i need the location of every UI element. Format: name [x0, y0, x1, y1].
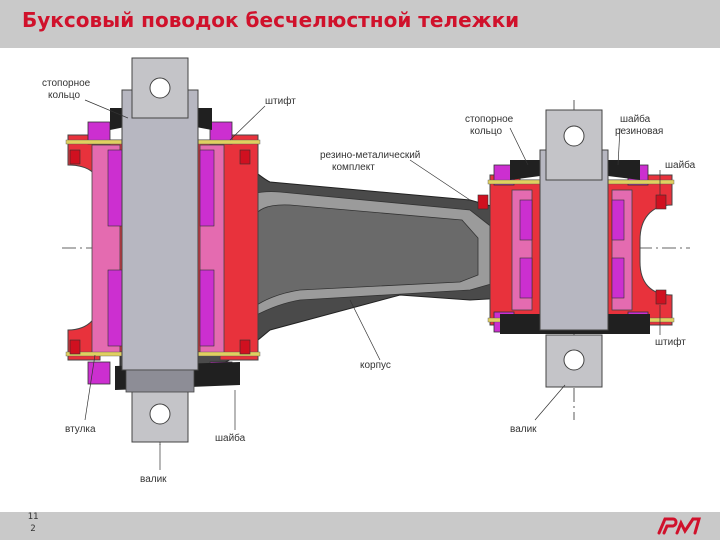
left-joint [65, 57, 261, 443]
leader-lines [84, 99, 661, 470]
label-washer-right: шайба [665, 159, 696, 171]
page-number-line-2: 2 [30, 524, 36, 534]
traction-rod-diagram: стопорное кольцо штифт резино-металическ… [42, 57, 696, 485]
label-stop-ring-right-1: стопорное [465, 114, 514, 125]
label-body: корпус [360, 360, 391, 371]
label-bushing: втулка [65, 424, 96, 435]
label-pin-top: штифт [265, 95, 296, 107]
label-stop-ring-left-1: стопорное [42, 78, 91, 89]
label-rubber-washer-1: шайба [620, 113, 651, 125]
label-shaft-bottom-left: валик [140, 474, 167, 485]
header-bar [0, 0, 720, 48]
label-rubber-washer-2: резиновая [615, 126, 663, 137]
label-stop-ring-right-2: кольцо [470, 126, 502, 137]
label-rubber-metal-2: комплект [332, 162, 375, 173]
right-joint [477, 109, 675, 388]
page-number: 11 2 [26, 511, 40, 535]
page-number-line-1: 11 [27, 512, 39, 522]
label-washer-bottom: шайба [215, 432, 246, 444]
label-pin-right: штифт [655, 336, 686, 348]
label-stop-ring-left-2: кольцо [48, 90, 80, 101]
footer-bar [0, 512, 720, 540]
left-shaft [121, 89, 199, 371]
slide-title: Буксовый поводок бесчелюстной тележки [22, 8, 520, 32]
label-shaft-bottom-right: валик [510, 424, 537, 435]
rzd-logo-icon [657, 517, 701, 535]
label-rubber-metal-1: резино-металический [320, 150, 420, 161]
